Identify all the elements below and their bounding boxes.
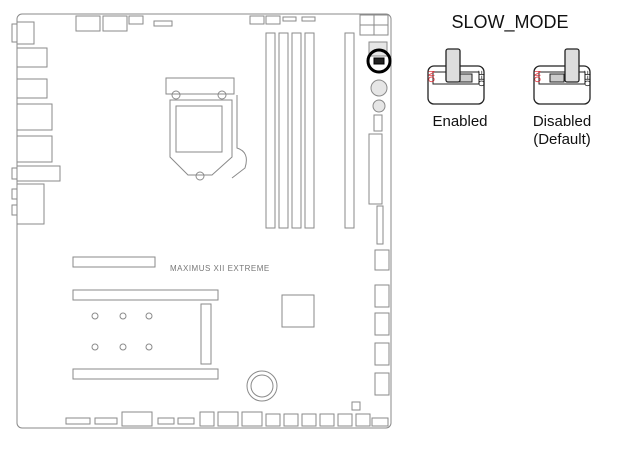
slow-mode-title: SLOW_MODE xyxy=(451,12,569,32)
pcie-slots xyxy=(72,256,219,380)
switch-enabled xyxy=(427,48,485,105)
switch-on-label: ON xyxy=(533,70,543,83)
dimm-slots xyxy=(265,32,355,229)
top-connectors xyxy=(75,14,389,36)
rear-io xyxy=(11,21,61,225)
cmos-battery xyxy=(246,370,278,402)
enabled-label: Enabled xyxy=(432,113,488,130)
switch-disabled xyxy=(533,48,591,105)
disabled-label: Disabled xyxy=(532,113,592,130)
switch-off-label: OFF xyxy=(477,70,487,87)
right-headers xyxy=(368,41,390,396)
slow-mode-highlight-circle xyxy=(366,48,392,74)
chipset xyxy=(281,294,315,328)
board-outline xyxy=(16,13,392,429)
bottom-headers xyxy=(65,401,389,427)
switch-on-label: ON xyxy=(427,70,437,83)
default-label: (Default) xyxy=(533,131,591,148)
switch-off-label: OFF xyxy=(583,70,593,87)
cpu-socket xyxy=(165,77,247,181)
board-model-label: MAXIMUS XII EXTREME xyxy=(170,264,270,273)
